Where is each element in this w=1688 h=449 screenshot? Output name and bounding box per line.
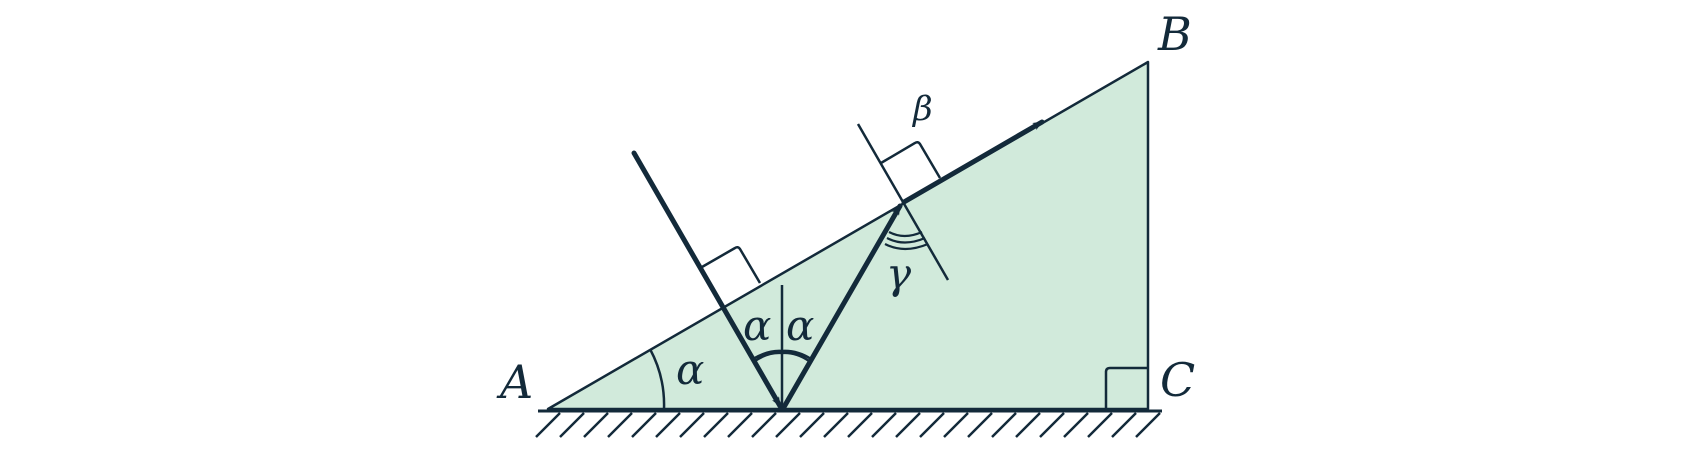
incident-ray — [631, 150, 783, 409]
reflected-ray — [781, 203, 903, 410]
ground-hatch-line — [535, 412, 561, 438]
ground-hatch-line — [1087, 412, 1113, 438]
angle-alpha-right-label: α — [786, 301, 814, 350]
angle-beta-label: β — [911, 89, 933, 129]
ground-hatch-line — [703, 412, 729, 438]
ground-hatch-line — [655, 412, 681, 438]
angle-alpha-left-label: α — [743, 301, 771, 350]
gamma-arcs — [884, 230, 929, 251]
triangle-abc — [546, 60, 1150, 411]
angle-alpha-incline-label: α — [676, 345, 704, 394]
ground-hatch-line — [679, 412, 705, 438]
ground-hatch-line — [559, 412, 585, 438]
ground-hatching — [535, 412, 1161, 438]
ground-hatch-line — [919, 412, 945, 438]
alpha-arcs — [752, 349, 812, 363]
ground-hatch-line — [1063, 412, 1089, 438]
ground-hatch-line — [895, 412, 921, 438]
ground-hatch-line — [1135, 412, 1161, 438]
ground-hatch-line — [631, 412, 657, 438]
ground-hatch-line — [1015, 412, 1041, 438]
angle-gamma-label: γ — [886, 249, 912, 298]
ground-hatch-line — [847, 412, 873, 438]
right-angle-mark-beta — [880, 140, 942, 179]
ground-hatch-line — [607, 412, 633, 438]
ground-hatch-line — [943, 412, 969, 438]
ground-hatch-line — [583, 412, 609, 438]
ground-hatch-line — [799, 412, 825, 438]
ground-hatch-line — [775, 412, 801, 438]
vertex-a-label: A — [496, 355, 533, 409]
incline-normal — [856, 123, 950, 281]
ground-hatch-line — [991, 412, 1017, 438]
vertex-c-label: C — [1160, 353, 1195, 407]
ground — [535, 409, 1162, 438]
angle-arc-a — [648, 348, 666, 410]
ground-hatch-line — [871, 412, 897, 438]
ground-hatch-line — [1111, 412, 1137, 438]
ground-hatch-line — [1039, 412, 1065, 438]
right-angle-mark-ray — [701, 245, 762, 284]
right-angle-mark-c — [1104, 366, 1148, 409]
ground-hatch-line — [751, 412, 777, 438]
ground-hatch-line — [727, 412, 753, 438]
vertex-b-label: B — [1157, 7, 1192, 61]
ground-hatch-line — [823, 412, 849, 438]
ground-hatch-line — [967, 412, 993, 438]
ray-along-incline — [901, 119, 1045, 205]
